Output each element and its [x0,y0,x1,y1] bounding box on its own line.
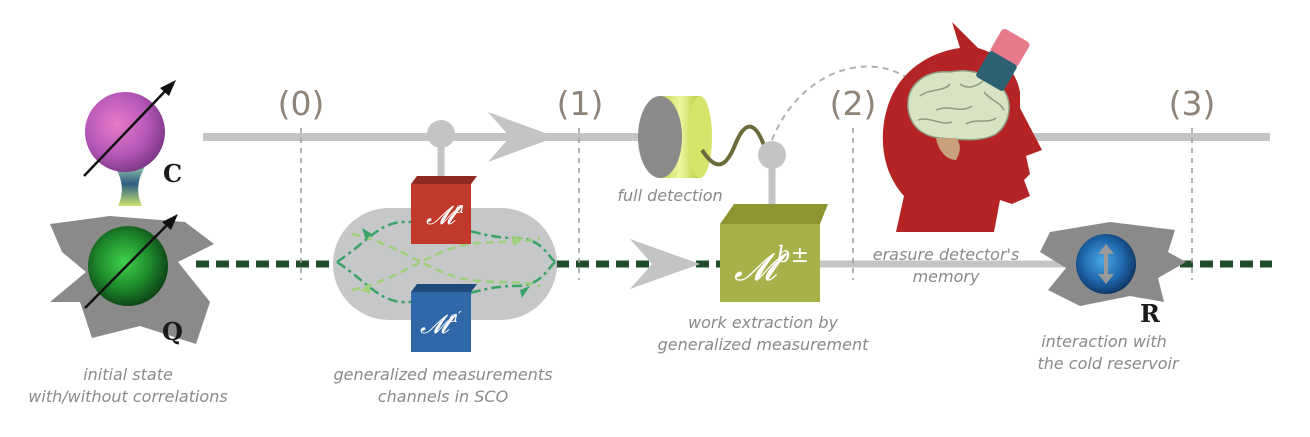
updown-arrow-icon [1098,244,1114,284]
full-detector [638,96,767,178]
stage-label-1: (1) [557,84,604,123]
detector-node [758,141,786,169]
sco-region [333,208,557,320]
system-label-r: R [1140,299,1161,328]
channel-path-lower [336,260,556,304]
caption-reservoir-line2: the cold reservoir [1037,354,1180,373]
eraser-icon [976,28,1030,91]
caption-erasure-line2: memory [913,267,980,286]
memory-link [771,65,911,141]
initial-state: C Q [50,80,214,346]
channel-path-upper [336,220,556,264]
channel-arrow-icon [520,286,530,298]
caption-initial-state-line2: with/without correlations [28,387,227,406]
detector-signal-wire [700,124,767,167]
channel-arrow-icon [362,228,372,240]
channel-path-cross-b [351,232,541,288]
work-extraction: 𝓜b± [720,141,828,302]
measurement-box-a-prime: 𝓜a′ [411,284,477,352]
caption-work-extraction-line1: work extraction by [688,313,838,332]
brain-icon [907,70,1010,160]
erasure-head [882,22,1042,232]
system-spin-arrow [84,219,173,309]
caption-generalized-measurements-line2: channels in SCO [378,387,508,406]
system-label-c: C [163,159,182,188]
caption-work-extraction-line2: generalized measurement [658,335,869,354]
control-spin-arrow [83,85,171,177]
forward-arrow-icon [630,239,700,289]
channel-arrow-icon [512,236,524,246]
caption-initial-state-line1: initial state [83,365,173,384]
sco-channels: 𝓜a 𝓜a′ [333,120,557,352]
caption-reservoir-line1: interaction with [1041,332,1167,351]
correlation-neck [112,162,148,206]
stage-label-2: (2) [830,84,877,123]
control-line [203,112,1270,162]
spin-arrowhead-icon [162,214,178,230]
forward-arrow-icon [488,112,556,162]
spin-arrowhead-icon [160,80,176,96]
control-node [427,120,455,148]
detector-face [638,96,682,178]
caption-generalized-measurements-line1: generalized measurements [333,365,552,384]
channel-arrow-icon [360,286,370,294]
system-label-q: Q [162,317,183,346]
cold-reservoir: R [1040,222,1186,328]
caption-erasure-line1: erasure detector's [873,245,1020,264]
stage-label-0: (0) [278,84,325,123]
measurement-box-a: 𝓜a [411,176,477,244]
caption-full-detection: full detection [617,186,722,205]
stage-label-3: (3) [1169,84,1216,123]
